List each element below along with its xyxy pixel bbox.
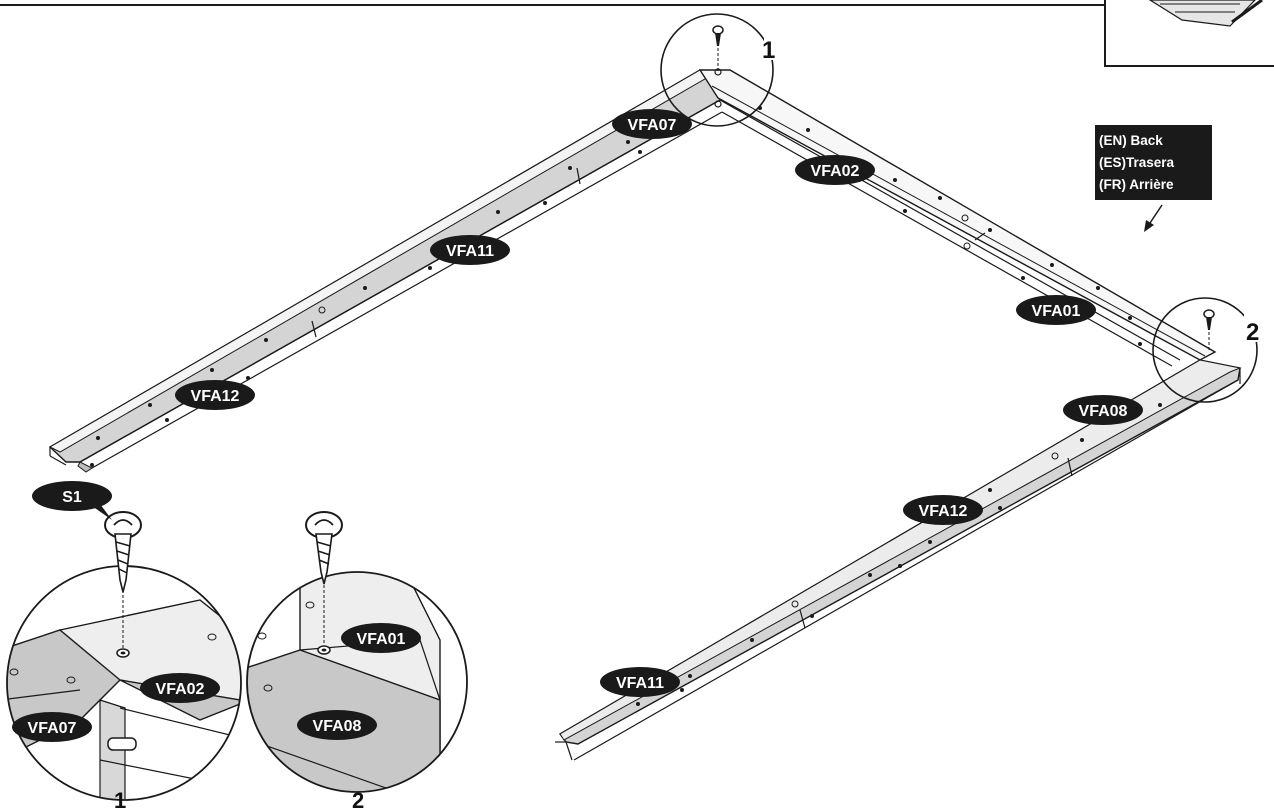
part-label-detail1-vfa07: VFA07 — [12, 712, 92, 742]
screw-icon — [712, 25, 724, 46]
detail-number-1: 1 — [114, 788, 126, 809]
svg-text:VFA12: VFA12 — [191, 388, 240, 405]
part-label-vfa12-right: VFA12 — [903, 495, 983, 525]
svg-text:VFA11: VFA11 — [616, 675, 664, 692]
corner-callout-right: 2 — [1152, 297, 1274, 403]
detail-view-1: 1 — [6, 511, 242, 809]
svg-text:VFA07: VFA07 — [628, 117, 677, 134]
svg-text:VFA07: VFA07 — [28, 720, 77, 737]
note-fr: (FR) Arrière — [1099, 177, 1174, 192]
corner-callout-top: 1 — [660, 13, 784, 127]
screw-icon — [104, 511, 142, 593]
part-label-vfa01-right: VFA01 — [1016, 295, 1096, 325]
orientation-note: (EN) Back (ES)Trasera (FR) Arrière — [1095, 125, 1212, 232]
svg-text:VFA01: VFA01 — [357, 631, 406, 648]
screw-icon — [1203, 309, 1215, 330]
svg-text:VFA08: VFA08 — [313, 718, 362, 735]
svg-text:S1: S1 — [62, 489, 82, 506]
back-rail — [698, 69, 1217, 367]
detail-number-2: 2 — [352, 788, 364, 809]
part-label-detail2-vfa08: VFA08 — [297, 710, 377, 740]
part-label-detail1-vfa02: VFA02 — [140, 673, 220, 703]
part-label-vfa07-top: VFA07 — [612, 109, 692, 139]
part-label-vfa11-left: VFA11 — [430, 235, 510, 265]
svg-text:VFA01: VFA01 — [1032, 303, 1081, 320]
screw-icon — [305, 511, 343, 585]
svg-text:VFA02: VFA02 — [156, 681, 205, 698]
callout-number-1: 1 — [762, 37, 775, 64]
arrow-icon — [1144, 204, 1163, 232]
part-label-vfa11-bottom: VFA11 — [600, 667, 680, 697]
note-en: (EN) Back — [1099, 133, 1163, 148]
svg-text:VFA12: VFA12 — [919, 503, 968, 520]
part-label-vfa12-left: VFA12 — [175, 380, 255, 410]
overview-thumbnail — [1104, 0, 1274, 67]
note-es: (ES)Trasera — [1099, 155, 1175, 170]
svg-text:VFA08: VFA08 — [1079, 403, 1128, 420]
svg-text:VFA02: VFA02 — [811, 163, 860, 180]
detail-view-2: 2 — [246, 511, 468, 809]
part-label-s1: S1 — [32, 481, 112, 520]
right-rail — [555, 359, 1242, 761]
part-label-vfa08-right: VFA08 — [1063, 395, 1143, 425]
frame-rails — [48, 69, 1242, 761]
part-label-vfa02-top: VFA02 — [795, 155, 875, 185]
svg-text:VFA11: VFA11 — [446, 243, 494, 260]
callout-number-2: 2 — [1246, 319, 1259, 346]
part-label-detail2-vfa01: VFA01 — [341, 623, 421, 653]
